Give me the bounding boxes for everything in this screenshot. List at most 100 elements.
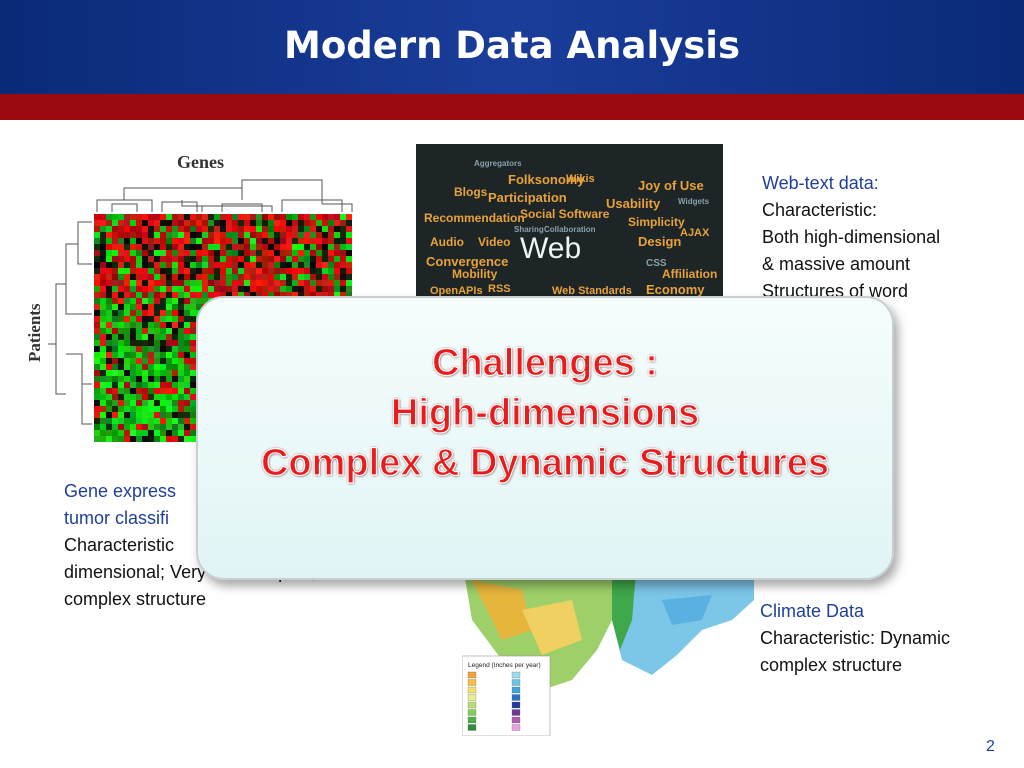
heatmap-cell [142,250,148,256]
heatmap-cell [94,364,100,370]
heatmap-cell [106,226,112,232]
heatmap-cell [190,346,196,352]
heatmap-cell [184,250,190,256]
heatmap-cell [322,274,328,280]
heatmap-cell [178,340,184,346]
heatmap-cell [334,268,340,274]
heatmap-cell [124,292,130,298]
heatmap-cell [148,298,154,304]
legend-swatch [467,694,477,701]
heatmap-cell [112,352,118,358]
heatmap-cell [190,232,196,238]
heatmap-cell [322,226,328,232]
heatmap-cell [160,304,166,310]
heatmap-cell [154,310,160,316]
heatmap-cell [94,388,100,394]
heatmap-cell [316,238,322,244]
heatmap-cell [160,274,166,280]
heatmap-cell [328,232,334,238]
heatmap-cell [160,430,166,436]
heatmap-cell [316,232,322,238]
heatmap-cell [184,370,190,376]
heatmap-cell [166,256,172,262]
heatmap-cell [226,262,232,268]
heatmap-cell [280,292,286,298]
heatmap-cell [94,292,100,298]
heatmap-cell [172,436,178,442]
heatmap-cell [274,286,280,292]
heatmap-cell [202,244,208,250]
heatmap-cell [238,286,244,292]
heatmap-cell [148,418,154,424]
heatmap-cell [178,268,184,274]
heatmap-cell [304,238,310,244]
heatmap-cell [100,292,106,298]
heatmap-cell [124,316,130,322]
heatmap-cell [340,214,346,220]
heatmap-cell [118,418,124,424]
heatmap-cell [94,226,100,232]
heatmap-cell [184,214,190,220]
heatmap-cell [160,424,166,430]
heatmap-cell [292,244,298,250]
heatmap-cell [154,364,160,370]
heatmap-cell [112,220,118,226]
heatmap-cell [166,406,172,412]
heatmap-cell [310,256,316,262]
heatmap-cell [262,232,268,238]
heatmap-cell [334,220,340,226]
heatmap-cell [328,214,334,220]
heatmap-cell [334,226,340,232]
heatmap-cell [286,286,292,292]
heatmap-cell [304,244,310,250]
heatmap-cell [172,382,178,388]
heatmap-cell [328,250,334,256]
heatmap-cell [154,424,160,430]
heatmap-cell [112,418,118,424]
heatmap-cell [268,274,274,280]
heatmap-cell [118,262,124,268]
heatmap-cell [220,244,226,250]
heatmap-cell [274,256,280,262]
heatmap-cell [256,232,262,238]
heatmap-cell [160,370,166,376]
heatmap-cell [226,292,232,298]
legend-swatch [467,709,477,716]
heatmap-cell [244,280,250,286]
heatmap-cell [304,262,310,268]
heatmap-cell [322,262,328,268]
heatmap-cell [310,268,316,274]
heatmap-cell [316,268,322,274]
heatmap-cell [196,280,202,286]
heatmap-cell [202,220,208,226]
heatmap-cell [178,280,184,286]
heatmap-cell [100,394,106,400]
heatmap-cell [100,244,106,250]
heatmap-cell [166,232,172,238]
heatmap-cell [154,400,160,406]
heatmap-cell [112,292,118,298]
tag-word: OpenAPIs [430,285,483,297]
heatmap-cell [172,352,178,358]
legend-swatch [511,724,521,731]
heatmap-cell [94,286,100,292]
heatmap-cell [94,244,100,250]
heatmap-cell [136,400,142,406]
heatmap-cell [148,214,154,220]
heatmap-cell [172,262,178,268]
heatmap-cell [136,418,142,424]
heatmap-cell [136,268,142,274]
heatmap-cell [166,244,172,250]
heatmap-cell [130,238,136,244]
heatmap-cell [154,436,160,442]
heatmap-cell [118,430,124,436]
legend-swatch [511,679,521,686]
heatmap-cell [118,316,124,322]
heatmap-cell [142,322,148,328]
heatmap-cell [136,244,142,250]
heatmap-cell [298,238,304,244]
heatmap-cell [304,232,310,238]
heatmap-cell [298,268,304,274]
heatmap-cell [142,334,148,340]
heatmap-cell [250,286,256,292]
